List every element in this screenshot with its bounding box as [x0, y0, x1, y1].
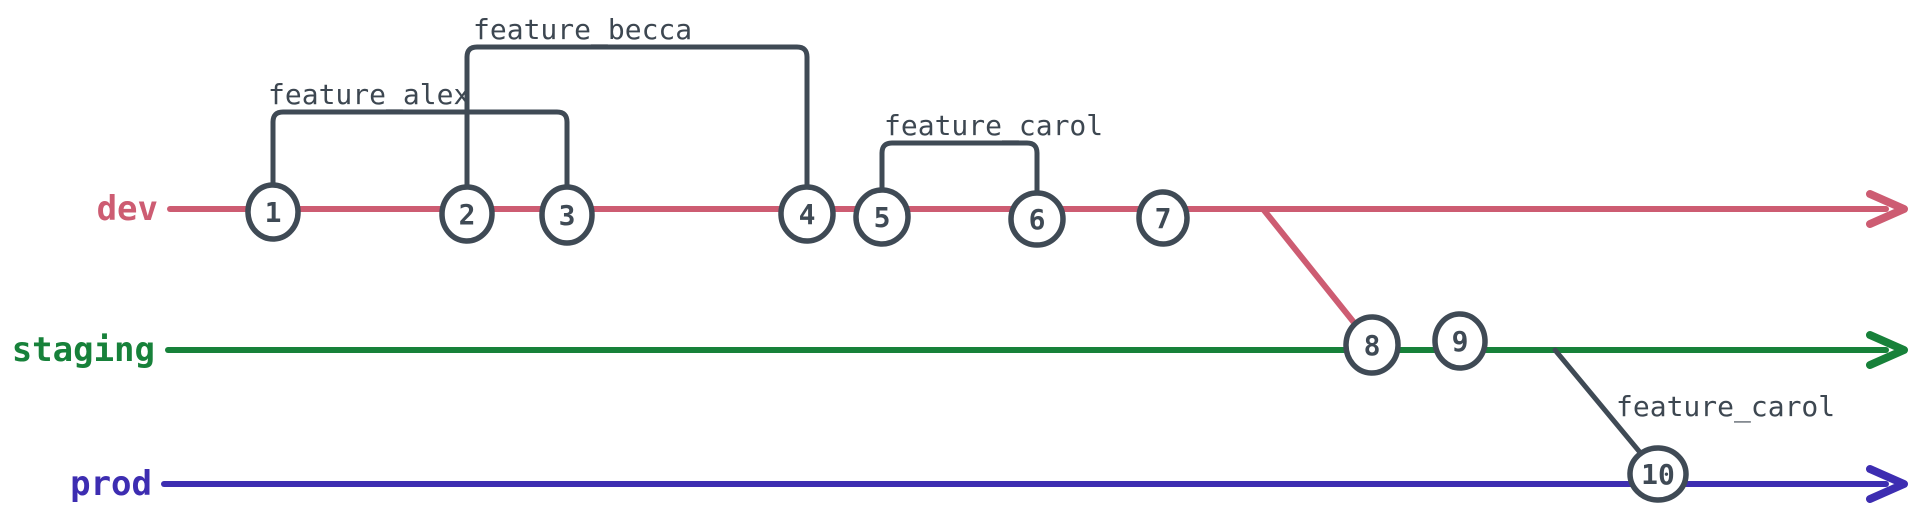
commit-circle [245, 182, 301, 242]
feature-bracket-label: feature_becca [473, 13, 692, 47]
commit-number: 7 [1155, 202, 1172, 235]
commit-circle [539, 184, 595, 246]
commit-node-9: 9 [1432, 311, 1488, 371]
commit-number: 2 [459, 198, 476, 231]
commit-number: 9 [1452, 325, 1469, 358]
commit-circle [1008, 190, 1066, 248]
commit-node-2: 2 [439, 184, 495, 244]
arrowhead-icon-dev [1866, 190, 1908, 228]
commit-node-4: 4 [778, 184, 836, 244]
commit-node-5: 5 [853, 187, 911, 247]
commit-number: 8 [1364, 329, 1381, 362]
commit-circle [853, 187, 911, 247]
feature-bracket-feature_carol [879, 140, 1040, 222]
branch-label-staging: staging [12, 330, 155, 370]
commit-number: 4 [799, 198, 816, 231]
commit-circle [1627, 445, 1689, 503]
feature-bracket-feature_becca [464, 44, 810, 217]
arrowhead-icon-staging [1866, 331, 1908, 369]
commit-circle [778, 184, 836, 244]
commit-node-7: 7 [1136, 189, 1190, 247]
commit-number: 5 [874, 201, 891, 234]
commit-circle [1136, 189, 1190, 247]
commit-circle [439, 184, 495, 244]
commit-circle [1343, 314, 1401, 376]
branch-label-dev: dev [97, 189, 158, 229]
commit-circle [1432, 311, 1488, 371]
commit-number: 6 [1029, 203, 1046, 236]
arrowhead-icon-prod [1866, 465, 1908, 503]
commit-number: 1 [265, 196, 282, 229]
commit-node-3: 3 [539, 184, 595, 246]
commit-node-1: 1 [245, 182, 301, 242]
commit-node-8: 8 [1343, 314, 1401, 376]
feature-bracket-label: feature_carol [884, 109, 1103, 143]
commit-number: 10 [1641, 458, 1675, 491]
feature-bracket-label: feature_alex [268, 78, 470, 112]
commit-node-10: 10 [1627, 445, 1689, 503]
commit-number: 3 [559, 199, 576, 232]
branch-label-prod: prod [70, 464, 152, 504]
commit-node-6: 6 [1008, 190, 1066, 248]
feature-bracket-feature_alex [270, 109, 570, 218]
feature-edge-label: feature_carol [1616, 390, 1835, 424]
